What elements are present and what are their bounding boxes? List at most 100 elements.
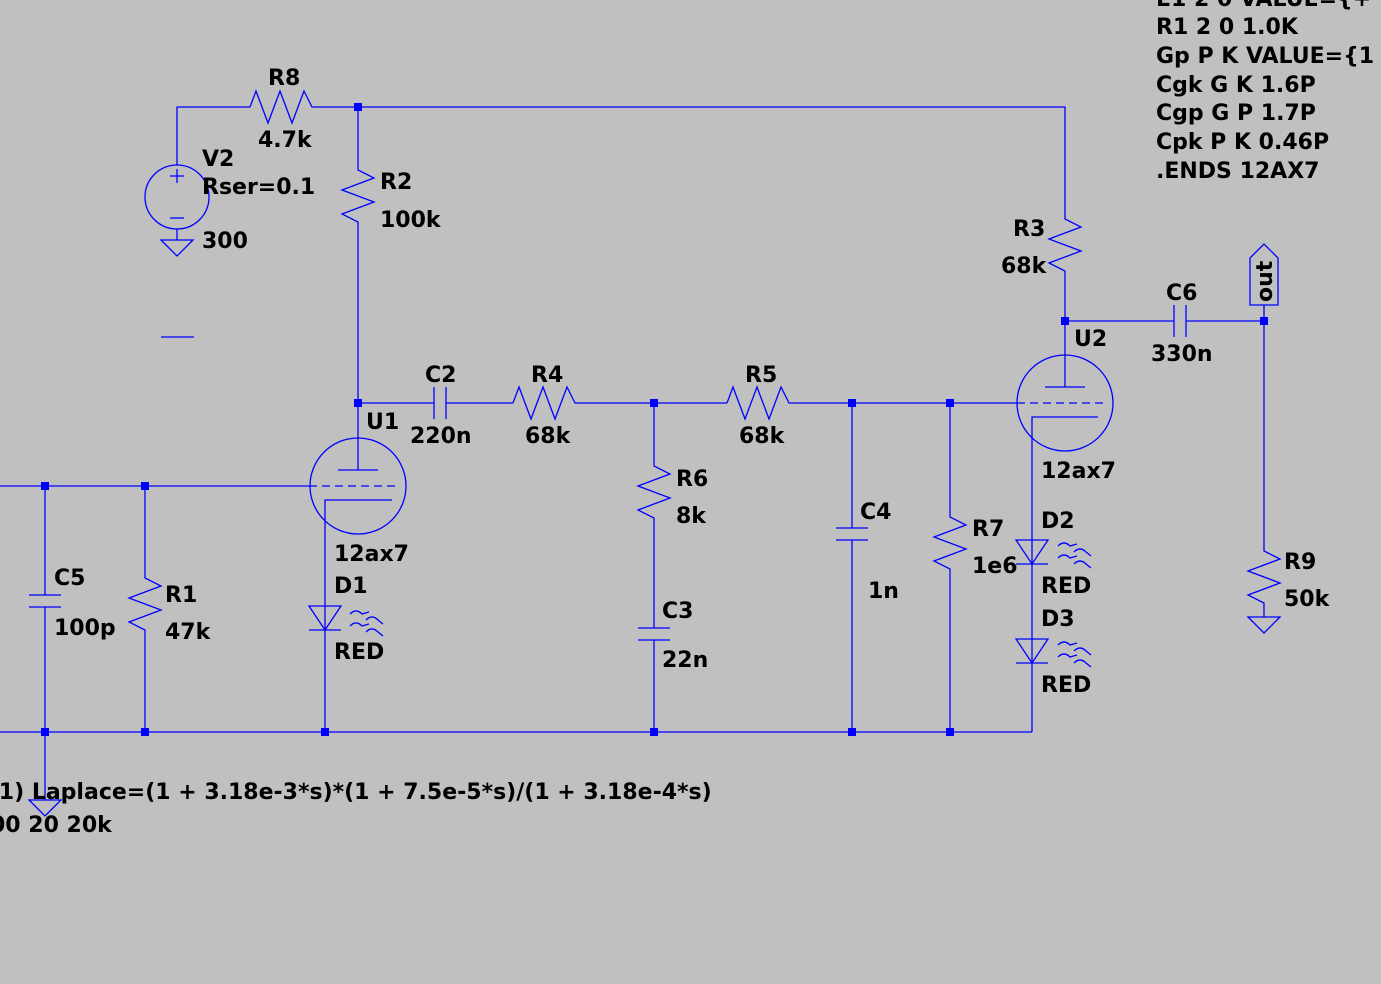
diode-symbol — [307, 605, 343, 632]
spice-directives[interactable]: :1) Laplace=(1 + 3.18e-3*s)*(1 + 7.5e-5*… — [0, 780, 712, 838]
component-ref: C2 — [425, 363, 456, 388]
component-value: 100p — [54, 616, 116, 641]
capacitor-c2[interactable]: C2 220n — [410, 363, 472, 449]
component-value: 12ax7 — [1041, 459, 1116, 484]
junction-dot — [141, 482, 149, 490]
component-value: RED — [1041, 673, 1091, 698]
junction-dot — [354, 103, 362, 111]
ground-icon — [159, 239, 195, 257]
component-ref: D3 — [1041, 607, 1075, 632]
component-value: 68k — [1001, 254, 1048, 279]
component-ref: C3 — [662, 599, 693, 624]
junction-dot — [1061, 317, 1069, 325]
junction-dot — [848, 399, 856, 407]
directive-line: :1) Laplace=(1 + 3.18e-3*s)*(1 + 7.5e-5*… — [0, 780, 712, 805]
junction-dot — [41, 728, 49, 736]
diode-symbol — [1014, 539, 1050, 566]
resistor-r1[interactable]: R1 47k — [127, 572, 212, 645]
resistor-symbol — [932, 511, 968, 575]
triode-u2[interactable]: U2 12ax7 — [1016, 327, 1116, 484]
component-ref: C4 — [860, 500, 891, 525]
component-value: 68k — [739, 424, 786, 449]
component-value: 22n — [662, 648, 708, 673]
tube-cathode — [324, 499, 392, 530]
resistor-r6[interactable]: R6 8k — [636, 460, 708, 529]
component-ref: C5 — [54, 566, 85, 591]
resistor-r9[interactable]: R9 50k — [1246, 545, 1331, 634]
resistor-symbol — [636, 460, 672, 524]
component-ref: R9 — [1284, 550, 1316, 575]
component-value: RED — [334, 640, 384, 665]
capacitor-c5[interactable]: C5 100p — [29, 566, 116, 641]
component-ref: R8 — [268, 66, 300, 91]
resistor-symbol — [249, 89, 318, 125]
voltage-source-v2[interactable]: V2 Rser=0.1 300 — [144, 147, 315, 257]
resistor-symbol — [512, 385, 581, 421]
capacitor-c4[interactable]: C4 1n — [836, 500, 899, 604]
output-port[interactable]: out — [1249, 243, 1279, 306]
component-ref: R7 — [972, 517, 1004, 542]
diode-symbol — [1014, 638, 1050, 665]
resistor-symbol — [726, 385, 795, 421]
component-ref: C6 — [1166, 281, 1197, 306]
component-ref: R4 — [531, 363, 563, 388]
resistor-r5[interactable]: R5 68k — [726, 363, 795, 449]
resistor-r3[interactable]: R3 68k — [1001, 213, 1083, 279]
led-d1[interactable]: D1 RED — [307, 574, 384, 665]
resistor-r7[interactable]: R7 1e6 — [932, 511, 1018, 579]
component-ref: R5 — [745, 363, 777, 388]
component-param: Rser=0.1 — [202, 175, 315, 200]
netlist-line: E1 2 0 VALUE={+ — [1156, 0, 1371, 12]
spice-netlist[interactable]: E1 2 0 VALUE={+ R1 2 0 1.0K Gp P K VALUE… — [1156, 0, 1374, 184]
resistor-r8[interactable]: R8 4.7k — [249, 66, 318, 153]
netlist-line: Gp P K VALUE={1 — [1156, 44, 1374, 69]
junction-dot — [946, 728, 954, 736]
wires[interactable] — [0, 106, 1265, 800]
tube-cathode — [1031, 416, 1098, 450]
component-value: 50k — [1284, 587, 1331, 612]
component-value: 330n — [1151, 342, 1213, 367]
directive-line: 00 20 20k — [0, 813, 113, 838]
component-ref: V2 — [202, 147, 234, 172]
component-value: 1n — [868, 579, 899, 604]
wire[interactable] — [318, 106, 1066, 213]
component-value: 300 — [202, 229, 248, 254]
resistor-r2[interactable]: R2 100k — [340, 164, 442, 234]
junction-dot — [1260, 317, 1268, 325]
junction-dot — [41, 482, 49, 490]
capacitor-c6[interactable]: C6 330n — [1151, 281, 1213, 367]
component-value: 4.7k — [258, 128, 313, 153]
component-value: RED — [1041, 574, 1091, 599]
component-ref: R1 — [165, 583, 197, 608]
port-label: out — [1253, 260, 1278, 302]
light-emission-icon — [1057, 542, 1092, 569]
resistor-symbol — [127, 572, 163, 636]
component-value: 8k — [676, 504, 707, 529]
component-ref: R2 — [380, 170, 412, 195]
resistor-symbol — [1246, 545, 1282, 617]
component-value: 47k — [165, 620, 212, 645]
resistor-r4[interactable]: R4 68k — [512, 363, 581, 449]
netlist-line: R1 2 0 1.0K — [1156, 15, 1299, 40]
junction-dot — [354, 399, 362, 407]
capacitor-c3[interactable]: C3 22n — [638, 599, 708, 673]
netlist-line: Cgk G K 1.6P — [1156, 73, 1316, 98]
component-ref: R6 — [676, 467, 708, 492]
component-value: 68k — [525, 424, 572, 449]
light-emission-icon — [1057, 641, 1092, 668]
netlist-line: Cpk P K 0.46P — [1156, 130, 1329, 155]
led-d2[interactable]: D2 RED — [1014, 509, 1092, 599]
triode-u1[interactable]: U1 12ax7 — [309, 410, 409, 567]
junctions — [41, 103, 1268, 736]
netlist-line: Cgp G P 1.7P — [1156, 101, 1316, 126]
resistor-symbol — [340, 164, 376, 234]
netlist-line: .ENDS 12AX7 — [1156, 159, 1319, 184]
component-ref: D2 — [1041, 509, 1075, 534]
component-ref: U1 — [366, 410, 399, 435]
component-ref: R3 — [1013, 217, 1045, 242]
junction-dot — [848, 728, 856, 736]
led-d3[interactable]: D3 RED — [1014, 607, 1092, 698]
junction-dot — [946, 399, 954, 407]
wire[interactable] — [176, 106, 250, 165]
